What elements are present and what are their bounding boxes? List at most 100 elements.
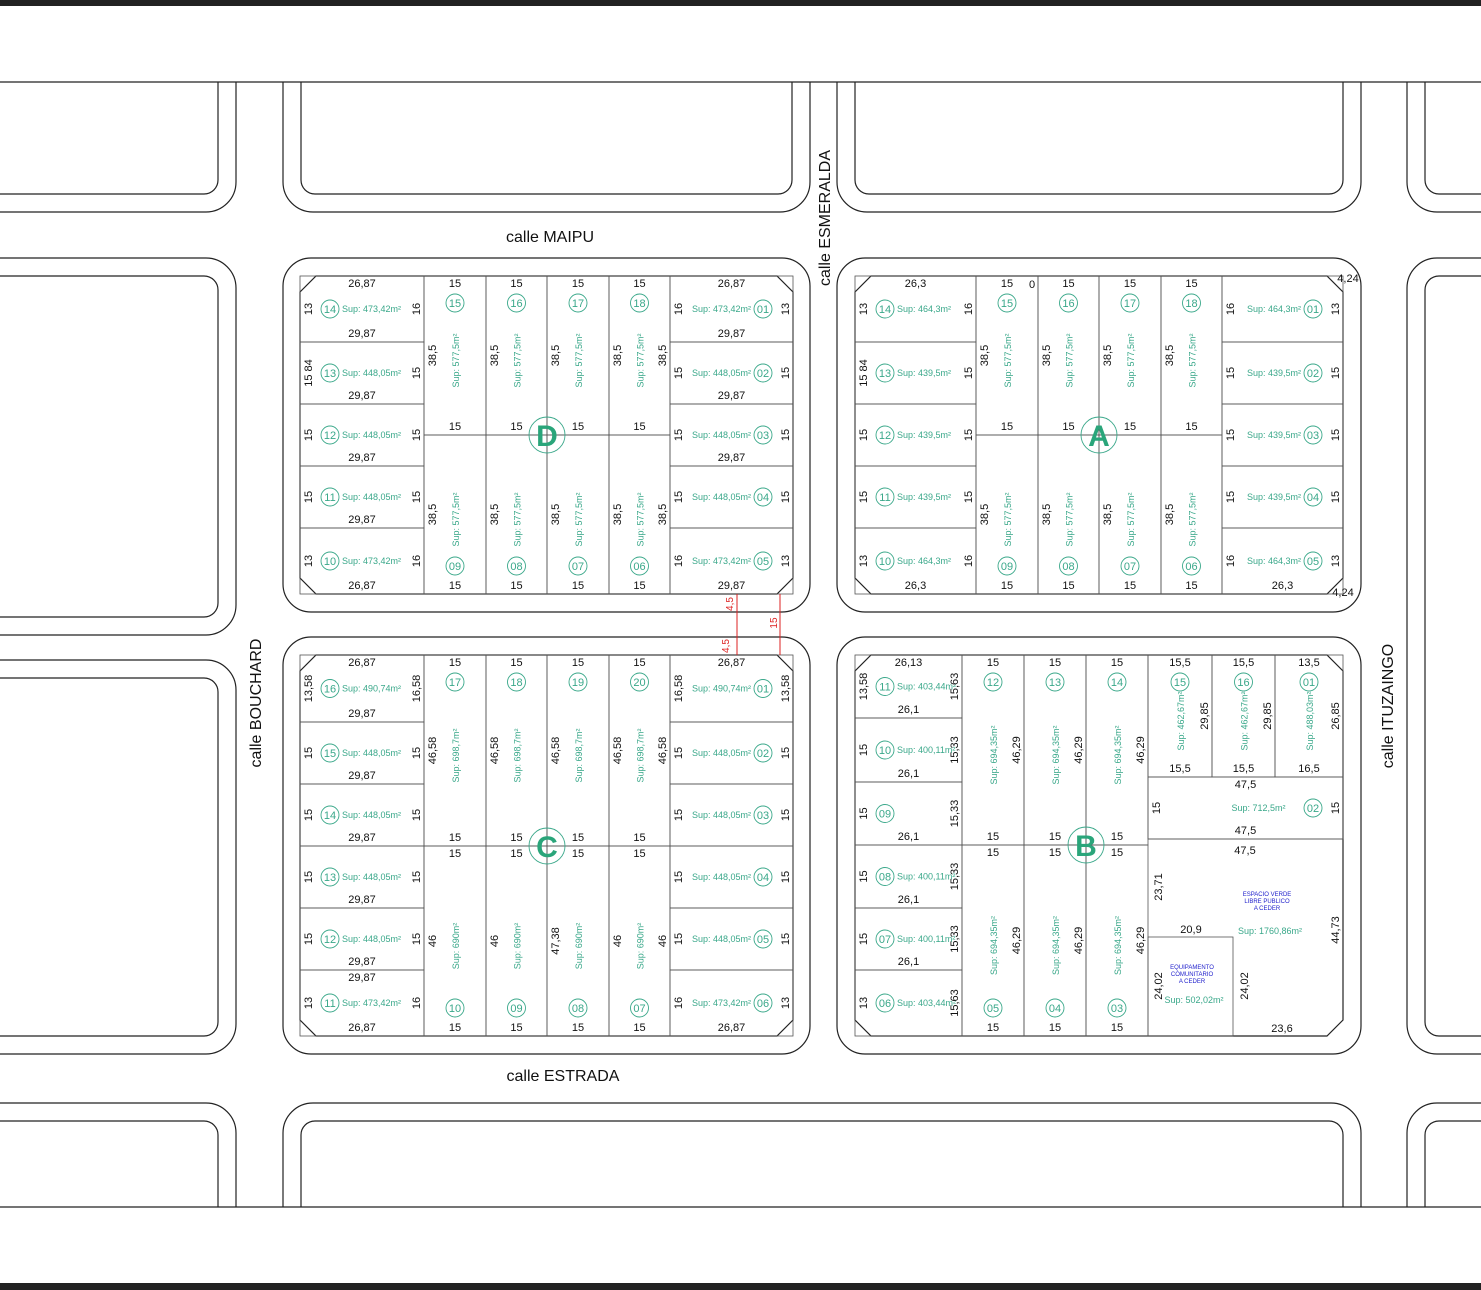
lot-dimension: 46 <box>489 935 501 947</box>
lot-area: Sup: 400,11m² <box>897 745 955 755</box>
lot-number-circle <box>753 487 773 507</box>
lot-dimension: 15 <box>780 429 792 441</box>
lot-dimension: 15 <box>411 429 423 441</box>
lot-dimension: 29,85 <box>1199 702 1211 730</box>
lot-dimension: 15 <box>449 832 461 844</box>
lot-number-circle <box>568 293 588 313</box>
lot-area: Sup: 448,05m² <box>692 872 751 882</box>
bottom-border <box>0 1283 1481 1290</box>
lot-dimension: 15 <box>780 871 792 883</box>
lot-dimension: 38,5 <box>657 504 669 525</box>
lot-dimension: 15 <box>411 871 423 883</box>
lot-number: 10 <box>879 556 891 568</box>
lot-outline <box>1221 527 1344 595</box>
lot-dimension: 15,33 <box>949 736 961 764</box>
street-label-maipu: calle MAIPU <box>506 229 594 246</box>
lot-number-circle <box>875 425 895 445</box>
lot-number-circle <box>1045 672 1065 692</box>
lot-number-circle <box>568 556 588 576</box>
block-letter-circle <box>528 416 566 454</box>
lot-area: Sup: 690m² <box>513 923 523 970</box>
lot-dimension: 13 <box>303 555 315 567</box>
lot-dimension: 15 <box>633 848 645 860</box>
lot-number: 09 <box>449 561 461 573</box>
lot-number-circle <box>875 740 895 760</box>
